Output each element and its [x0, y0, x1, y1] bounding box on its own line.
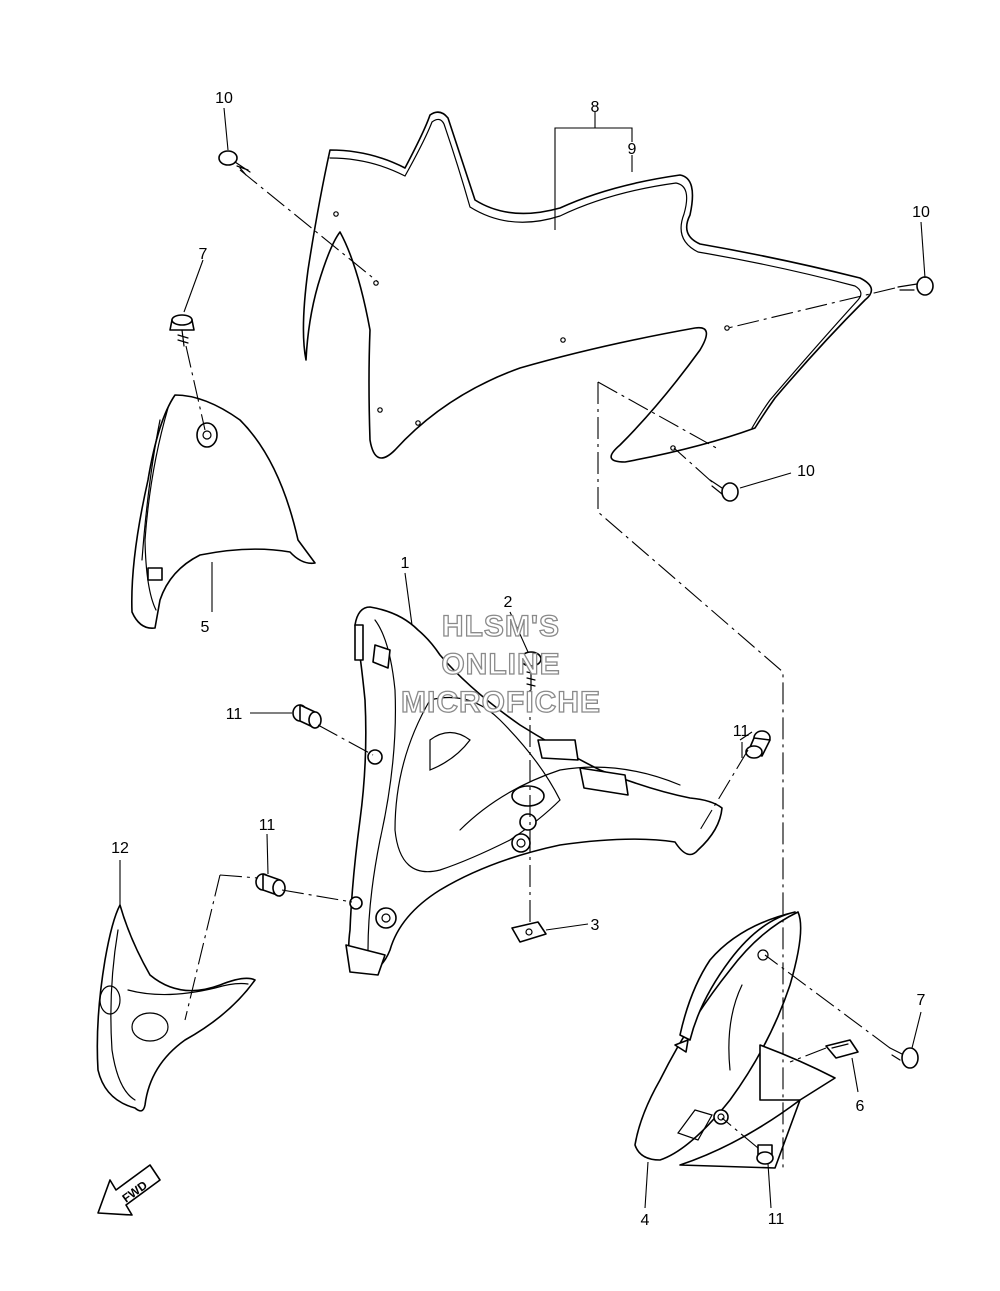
bolt-7-left[interactable] — [169, 314, 195, 347]
screw-10-lower[interactable] — [709, 479, 739, 502]
screw-10-right[interactable] — [897, 276, 934, 296]
windscreen-trim-edge — [329, 118, 862, 429]
callout-9: 9 — [628, 141, 637, 158]
callout-11-b: 11 — [733, 723, 750, 740]
clip-6[interactable] — [825, 1039, 859, 1059]
side-cover-right[interactable] — [634, 911, 836, 1169]
callout-11-c: 11 — [259, 817, 276, 834]
collar-11-a[interactable] — [292, 704, 322, 729]
watermark-line-3: MICROFICHE — [401, 686, 601, 719]
windscreen[interactable] — [302, 111, 873, 463]
side-cover-left[interactable] — [131, 394, 316, 629]
callout-4: 4 — [641, 1212, 650, 1229]
callout-12: 12 — [111, 840, 129, 857]
watermark: HLSM'S ONLINE MICROFICHE — [400, 609, 601, 719]
collar-11-b[interactable] — [745, 730, 771, 759]
assembly-lines — [184, 169, 896, 1168]
nut-3[interactable] — [511, 921, 547, 943]
bolt-7-right[interactable] — [889, 1047, 919, 1069]
collar-11-c[interactable] — [255, 873, 286, 897]
callout-11-d: 11 — [768, 1211, 785, 1228]
callout-labels: 1 2 3 4 5 6 7 7 8 9 10 10 10 11 11 11 11… — [111, 90, 930, 1229]
callout-11-a: 11 — [226, 706, 243, 723]
callout-3: 3 — [591, 917, 600, 934]
callout-10-top-left: 10 — [215, 90, 233, 107]
watermark-line-1: HLSM'S — [442, 610, 560, 643]
leader-lines — [119, 107, 926, 1209]
screw-2[interactable] — [520, 651, 542, 691]
callout-10-right: 10 — [912, 204, 930, 221]
callout-6: 6 — [856, 1098, 865, 1115]
callout-2: 2 — [504, 594, 513, 611]
callout-10-lower: 10 — [797, 463, 815, 480]
lower-cover-left[interactable] — [96, 904, 256, 1112]
fwd-arrow-icon: FWD — [97, 1164, 161, 1216]
callout-5: 5 — [201, 619, 210, 636]
callout-7-right: 7 — [917, 992, 926, 1009]
callout-8: 8 — [591, 99, 600, 116]
collar-11-d[interactable] — [756, 1144, 774, 1165]
watermark-line-2: ONLINE — [441, 648, 560, 681]
screw-10-top-left[interactable] — [218, 150, 251, 176]
callout-1: 1 — [401, 555, 410, 572]
callout-7-left: 7 — [199, 246, 208, 263]
inner-panel-center[interactable] — [345, 606, 723, 976]
